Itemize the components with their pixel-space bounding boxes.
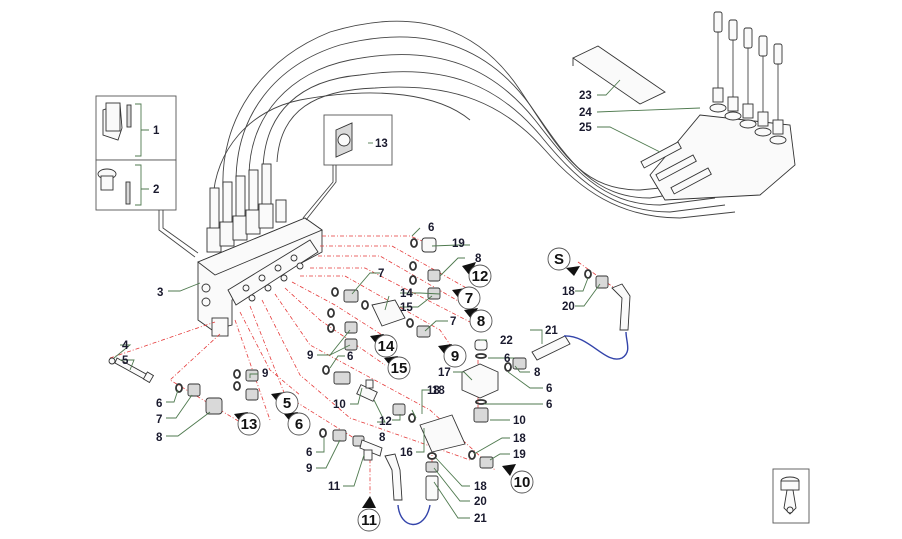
label-22: 22	[500, 335, 513, 347]
label-2: 2	[153, 184, 159, 196]
svg-text:8: 8	[477, 313, 485, 330]
label-10: 10	[513, 415, 526, 427]
label-19: 19	[513, 449, 526, 461]
svg-text:6: 6	[295, 416, 303, 433]
label-18: 18	[513, 433, 526, 445]
flex-hose-lower	[397, 504, 431, 526]
label-23: 23	[579, 90, 592, 102]
label-8: 8	[534, 367, 541, 379]
label-6: 6	[546, 399, 552, 411]
inset-sticker-13: 13	[323, 114, 393, 166]
label-21: 21	[474, 513, 487, 525]
label-18: 18	[427, 385, 440, 397]
label-9: 9	[306, 463, 312, 475]
callout-9: 9	[438, 344, 467, 368]
label-6: 6	[156, 398, 162, 410]
label-11: 11	[328, 481, 341, 493]
label-7: 7	[450, 316, 456, 328]
svg-text:S: S	[554, 251, 564, 268]
label-10: 10	[333, 399, 346, 411]
label-13: 13	[375, 138, 388, 150]
inset-pointer-1	[158, 210, 199, 258]
label-6: 6	[504, 353, 510, 365]
svg-text:12: 12	[472, 268, 489, 285]
label-8: 8	[475, 253, 482, 265]
callout-13: 13	[234, 412, 261, 436]
callout-15: 15	[384, 356, 411, 380]
levers	[709, 11, 787, 145]
label-9: 9	[307, 350, 313, 362]
callout-6: 6	[284, 412, 311, 436]
svg-text:14: 14	[378, 338, 395, 355]
inset-kit-2: 2	[95, 159, 177, 211]
svg-text:15: 15	[391, 360, 408, 377]
callout-7: 7	[452, 286, 481, 310]
callout-S: S	[547, 247, 580, 276]
svg-text:5: 5	[283, 395, 291, 412]
label-4: 4	[122, 340, 129, 352]
callout-12: 12	[462, 262, 492, 288]
label-6: 6	[306, 447, 312, 459]
label-20: 20	[562, 301, 575, 313]
label-15: 15	[400, 302, 413, 314]
callout-8: 8	[464, 308, 493, 333]
leader-lines	[113, 79, 701, 519]
inset-piston	[772, 468, 810, 524]
svg-text:13: 13	[241, 416, 258, 433]
label-24: 24	[579, 107, 592, 119]
flex-hose-upper	[563, 331, 629, 360]
inset-kit-1: 1	[95, 95, 177, 161]
label-6: 6	[347, 351, 353, 363]
label-6: 6	[546, 383, 552, 395]
label-5: 5	[122, 355, 129, 367]
label-14: 14	[400, 288, 413, 300]
callout-10: 10	[502, 464, 534, 494]
label-9: 9	[262, 368, 268, 380]
joystick-valve	[640, 11, 796, 201]
label-18: 18	[432, 385, 445, 397]
label-1: 1	[153, 125, 160, 137]
label-19: 19	[452, 238, 465, 250]
label-3: 3	[157, 287, 163, 299]
label-25: 25	[579, 122, 592, 134]
label-18: 18	[562, 286, 575, 298]
callout-14: 14	[370, 334, 398, 358]
label-6: 6	[428, 222, 434, 234]
label-7: 7	[156, 414, 162, 426]
cover-plate	[572, 45, 666, 105]
callout-11: 11	[357, 496, 381, 532]
callout-5: 5	[271, 391, 299, 415]
label-8: 8	[156, 432, 163, 444]
fittings	[108, 237, 631, 501]
svg-text:11: 11	[361, 512, 377, 529]
label-21: 21	[545, 325, 558, 337]
label-18: 18	[474, 481, 487, 493]
svg-text:10: 10	[514, 474, 531, 491]
valve-block-left	[197, 163, 323, 337]
label-7: 7	[378, 268, 384, 280]
label-16: 16	[400, 447, 413, 459]
svg-text:9: 9	[451, 348, 459, 365]
part-number-labels: 3 4 5 6 7 8 9 6 19 8 14 15 7 7 9 6 22 6 …	[122, 90, 592, 525]
label-8: 8	[379, 432, 386, 444]
svg-text:7: 7	[465, 290, 473, 307]
control-cables	[212, 20, 736, 219]
label-12: 12	[379, 416, 392, 428]
label-17: 17	[438, 367, 451, 379]
circled-callouts: 12 7 8 14 15 9 5 6 13 11 10 S	[234, 247, 580, 532]
label-20: 20	[474, 496, 487, 508]
inset-pointer-13	[302, 165, 337, 221]
